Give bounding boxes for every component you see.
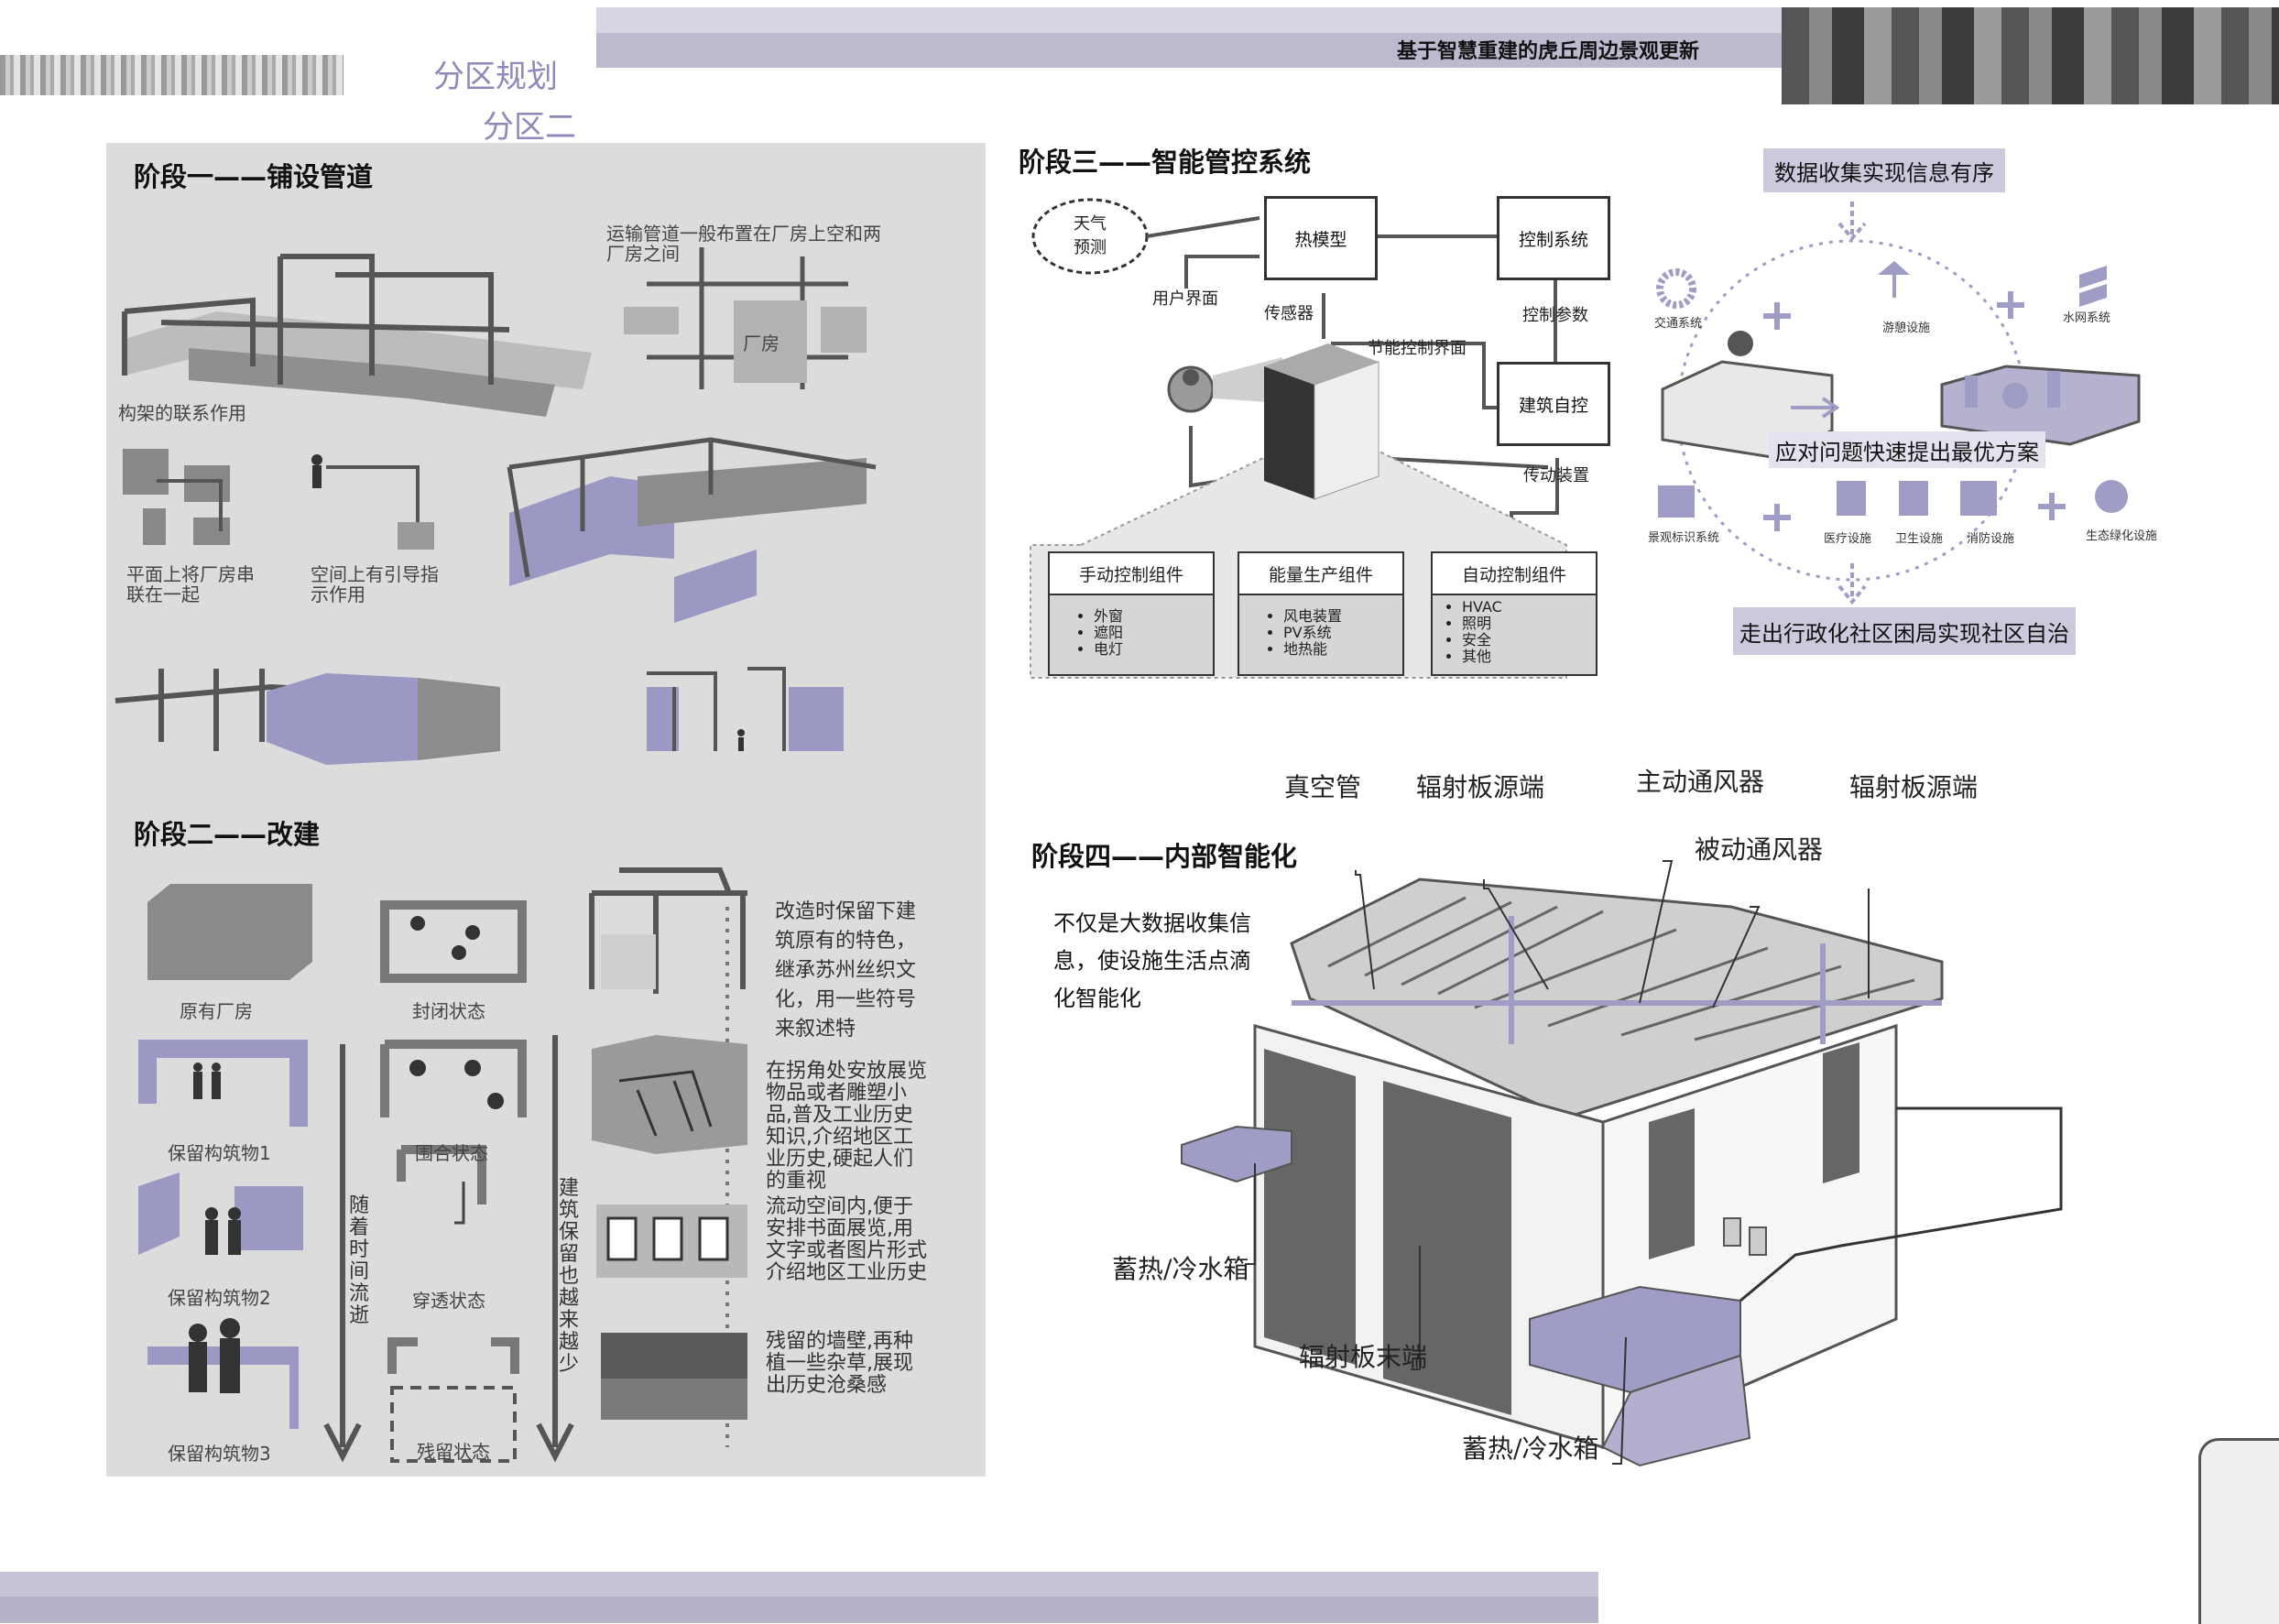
icon-fire: 消防设施 [1967,532,2015,546]
box-building-control: 建筑自控 [1497,362,1610,446]
header-band-inner [596,33,1784,68]
stage1-frame-link: 构架的联系作用 [118,402,246,424]
user-interface-label: 用户界面 [1152,289,1218,309]
comp-energy: 能量生产组件 风电装置 PV系统 地热能 [1238,551,1404,676]
icon-eco: 生态绿化设施 [2086,529,2158,543]
list-item: 风电装置 [1283,608,1402,625]
page-edge [2198,1438,2279,1624]
zone-subtitle: 分区二 [483,109,576,146]
list-item: 遮阳 [1094,625,1213,641]
label-vacuum-tube: 真空管 [1284,772,1362,802]
stage2-diagrams [138,867,747,1463]
label-active-vent: 主动通风器 [1636,767,1765,797]
stage1-diagrams [114,247,877,765]
label-radiant-source-2: 辐射板源端 [1849,772,1979,802]
label-closed: 封闭状态 [412,1000,485,1022]
weather-label: 天气预测 [1074,214,1107,257]
label-radiant-end: 辐射板末端 [1299,1342,1428,1372]
icon-sanitation: 卫生设施 [1895,532,1944,546]
label-keep2: 保留构筑物2 [168,1287,271,1309]
zone-title: 分区规划 [433,59,558,95]
stage1-pipe-note: 运输管道一般布置在厂房上空和两厂房之间 [606,223,881,265]
icon-recreation: 游憩设施 [1882,322,1931,335]
comp-auto-title: 自动控制组件 [1433,553,1596,595]
sensor-label: 传感器 [1264,304,1314,323]
cycle-diagram [1656,202,2141,605]
arrow1-label: 随着时间流逝 [349,1194,370,1327]
comp-energy-list: 风电装置 PV系统 地热能 [1239,608,1402,658]
energy-interface-label: 节能控制界面 [1368,339,1467,358]
list-item: HVAC [1462,599,1596,616]
stage1-plan-note: 平面上将厂房串联在一起 [126,563,255,605]
icon-sign: 景观标识系统 [1648,531,1720,545]
thermal-label: 热模型 [1294,229,1347,250]
label-through: 穿透状态 [412,1290,485,1312]
cycle-bottom-label: 走出行政化社区困局实现社区自治 [1733,607,2076,655]
list-item: 电灯 [1094,641,1213,658]
actuator-label: 传动装置 [1523,466,1589,485]
footer-band-inner [0,1597,1598,1623]
stage4-desc: 不仅是大数据收集信息，使设施生活点滴化智能化 [1053,910,1251,1011]
label-remain: 残留状态 [417,1441,490,1463]
control-system-label: 控制系统 [1518,229,1588,250]
stage3-title: 阶段三——智能管控系统 [1019,147,1312,178]
stage1-title: 阶段一——铺设管道 [134,161,374,192]
label-radiant-source-1: 辐射板源端 [1416,772,1545,802]
box-thermal-model: 热模型 [1264,196,1378,280]
comp-auto: 自动控制组件 HVAC 照明 安全 其他 [1431,551,1597,676]
label-passive-vent: 被动通风器 [1695,834,1824,865]
stage2-desc4: 残留的墙壁,再种植一些杂草,展现出历史沧桑感 [766,1330,913,1397]
label-half: 围合状态 [415,1142,488,1164]
list-item: 地热能 [1283,641,1402,658]
icon-traffic: 交通系统 [1654,317,1703,331]
label-tank-2: 蓄热/冷水箱 [1462,1433,1599,1464]
comp-manual-list: 外窗 遮阳 电灯 [1050,608,1213,658]
control-param-label: 控制参数 [1522,306,1588,325]
stage2-desc2: 在拐角处安放展览物品或者雕塑小品,普及工业历史知识,介绍地区工业历史,硬起人们的… [766,1060,928,1193]
stage4-title: 阶段四——内部智能化 [1031,841,1298,872]
label-original: 原有厂房 [180,1000,253,1022]
stage2-title: 阶段二——改建 [134,819,321,850]
comp-auto-list: HVAC 照明 安全 其他 [1433,599,1596,665]
label-keep3: 保留构筑物3 [168,1443,271,1465]
list-item: 照明 [1462,616,1596,632]
icon-water: 水网系统 [2063,311,2111,325]
arrow2-label: 建筑保留也越来越少 [559,1177,580,1376]
cycle-top-label: 数据收集实现信息有序 [1763,148,2005,192]
comp-manual-title: 手动控制组件 [1050,553,1213,595]
cycle-mid-label: 应对问题快速提出最优方案 [1769,431,2045,468]
label-tank-1: 蓄热/冷水箱 [1112,1254,1249,1284]
header-title: 基于智慧重建的虎丘周边景观更新 [1397,40,1700,63]
list-item: PV系统 [1283,625,1402,641]
list-item: 安全 [1462,632,1596,649]
stage1-space-note: 空间上有引导指示作用 [311,563,439,605]
stage1-factory-label: 厂房 [743,332,780,354]
comp-manual: 手动控制组件 外窗 遮阳 电灯 [1048,551,1215,676]
stage2-desc1: 改造时保留下建筑原有的特色，继承苏州丝织文化，用一些符号来叙述特 [775,900,917,1041]
icon-medical: 医疗设施 [1824,532,1872,546]
building-control-label: 建筑自控 [1518,395,1588,416]
box-control-system: 控制系统 [1497,196,1610,280]
list-item: 外窗 [1094,608,1213,625]
comp-energy-title: 能量生产组件 [1239,553,1402,595]
stage4-building [1181,860,2063,1467]
tree-photo-strip [0,55,343,95]
label-keep1: 保留构筑物1 [168,1142,271,1164]
header-photo-strip [1782,7,2279,104]
stage2-desc3: 流动空间内,便于安排书面展览,用文字或者图片形式介绍地区工业历史 [766,1195,928,1284]
list-item: 其他 [1462,649,1596,665]
